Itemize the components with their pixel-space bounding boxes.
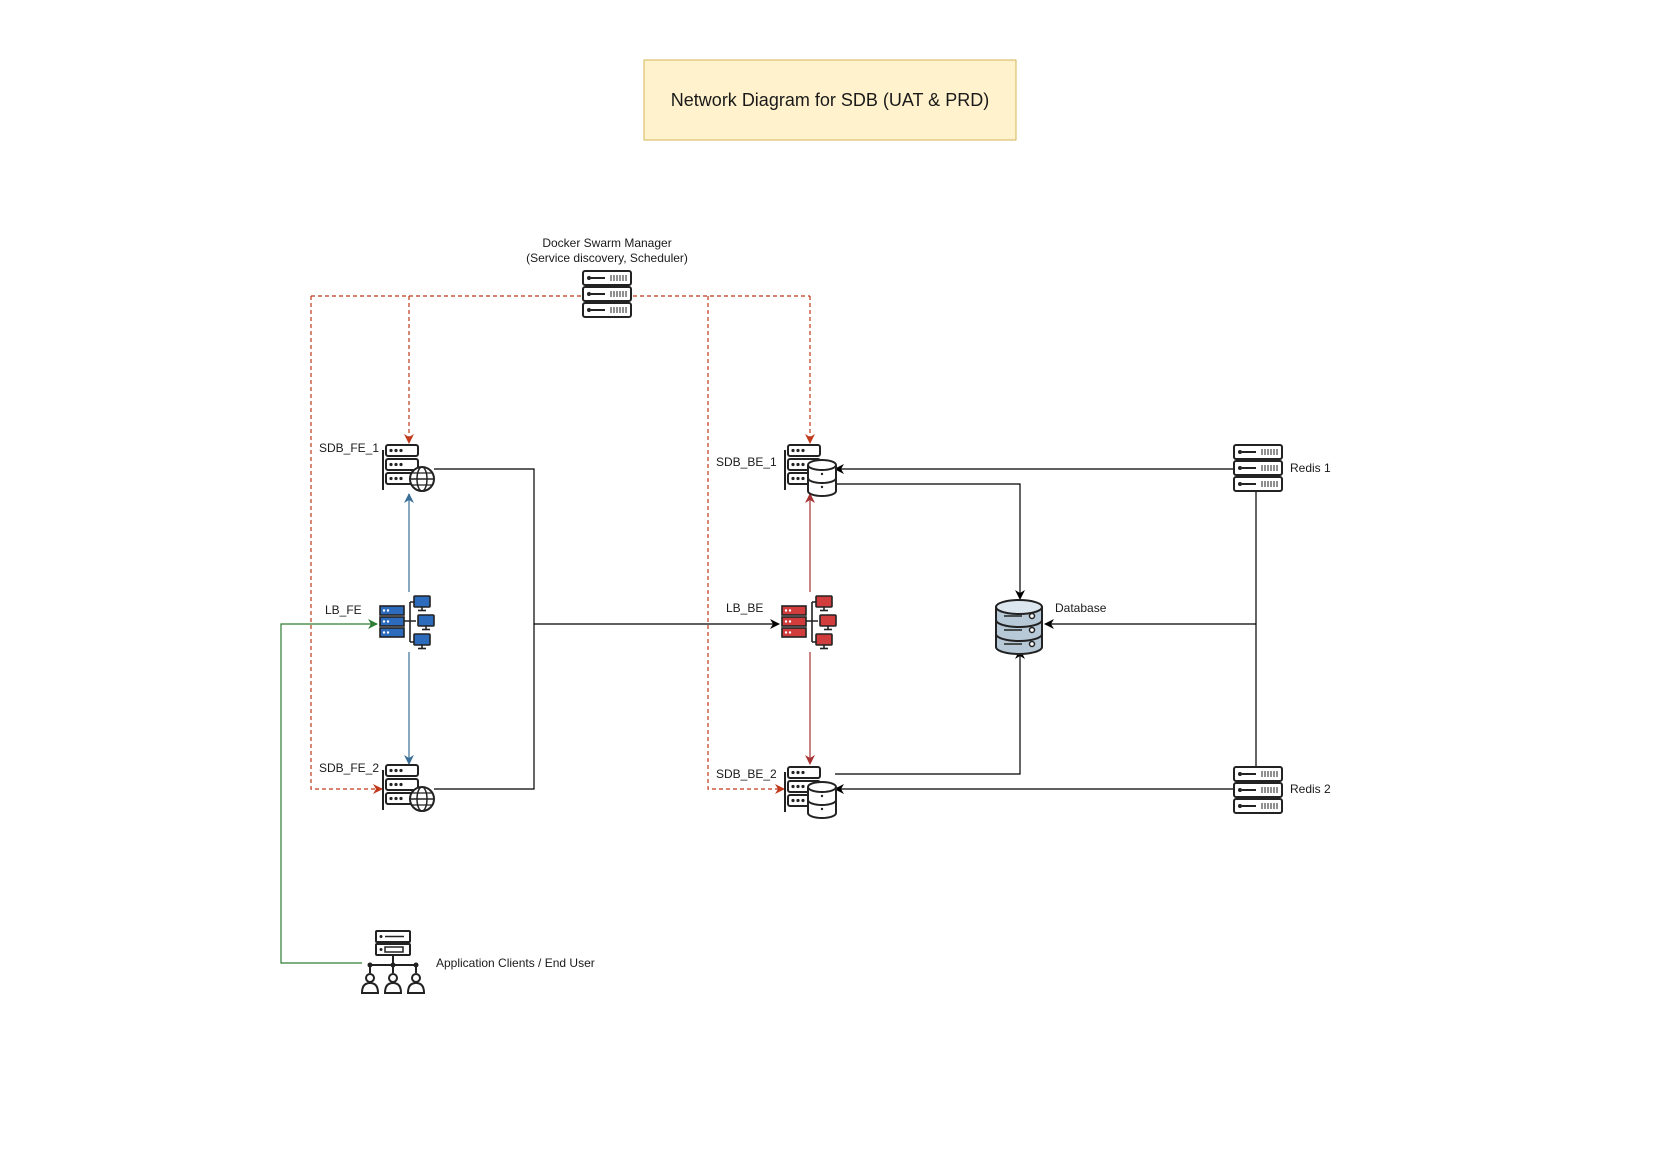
swarm-links [310,295,815,794]
web-server-icon [383,765,434,811]
server-rack-icon [1233,766,1283,814]
server-rack-icon [582,270,632,318]
sdb-be-1-to-database-link [835,483,1025,600]
redis-2-node[interactable]: Redis 2 [1233,766,1331,814]
docker-swarm-manager-sublabel: (Service discovery, Scheduler) [526,251,688,265]
database-icon [995,599,1043,655]
sdb-be-2-label: SDB_BE_2 [716,767,777,781]
lb-be-node[interactable]: LB_BE [726,596,836,649]
redis-1-label: Redis 1 [1290,461,1331,475]
lb-fe-node[interactable]: LB_FE [325,596,434,649]
load-balancer-icon [782,596,836,649]
database-node[interactable]: Database [995,599,1107,655]
docker-swarm-manager-label: Docker Swarm Manager [542,236,671,250]
diagram-title: Network Diagram for SDB (UAT & PRD) [671,90,989,110]
clients-to-lb-fe-link [280,619,378,964]
redis-2-label: Redis 2 [1290,782,1331,796]
connections [280,295,1257,964]
fe-servers-bracket [434,468,535,790]
swarm-to-sdb-be-2-link [707,296,785,794]
users-network-icon [360,930,426,994]
redis-1-node[interactable]: Redis 1 [1233,444,1331,492]
sdb-be-2-to-database-link [835,649,1025,775]
database-server-icon [785,767,836,818]
load-balancer-icon [380,596,434,649]
database-server-icon [785,445,836,496]
title-box-background [643,59,1017,141]
application-clients-node[interactable]: Application Clients / End User [360,930,595,994]
sdb-fe-1-node[interactable]: SDB_FE_1 [319,441,434,491]
application-clients-label: Application Clients / End User [436,956,595,970]
sdb-be-2-node[interactable]: SDB_BE_2 [716,767,836,818]
sdb-be-1-label: SDB_BE_1 [716,455,777,469]
docker-swarm-manager-node[interactable]: Docker Swarm Manager (Service discovery,… [526,236,688,318]
server-rack-icon [1233,444,1283,492]
lb-fe-label: LB_FE [325,603,362,617]
swarm-to-sdb-fe-2-link [310,296,383,794]
sdb-fe-2-label: SDB_FE_2 [319,761,379,775]
sdb-fe-1-label: SDB_FE_1 [319,441,379,455]
lb-be-label: LB_BE [726,601,763,615]
sdb-be-1-node[interactable]: SDB_BE_1 [716,445,836,496]
web-server-icon [383,445,434,491]
sdb-fe-2-node[interactable]: SDB_FE_2 [319,761,434,811]
title-box: Network Diagram for SDB (UAT & PRD) [643,59,1017,141]
database-label: Database [1055,601,1107,615]
